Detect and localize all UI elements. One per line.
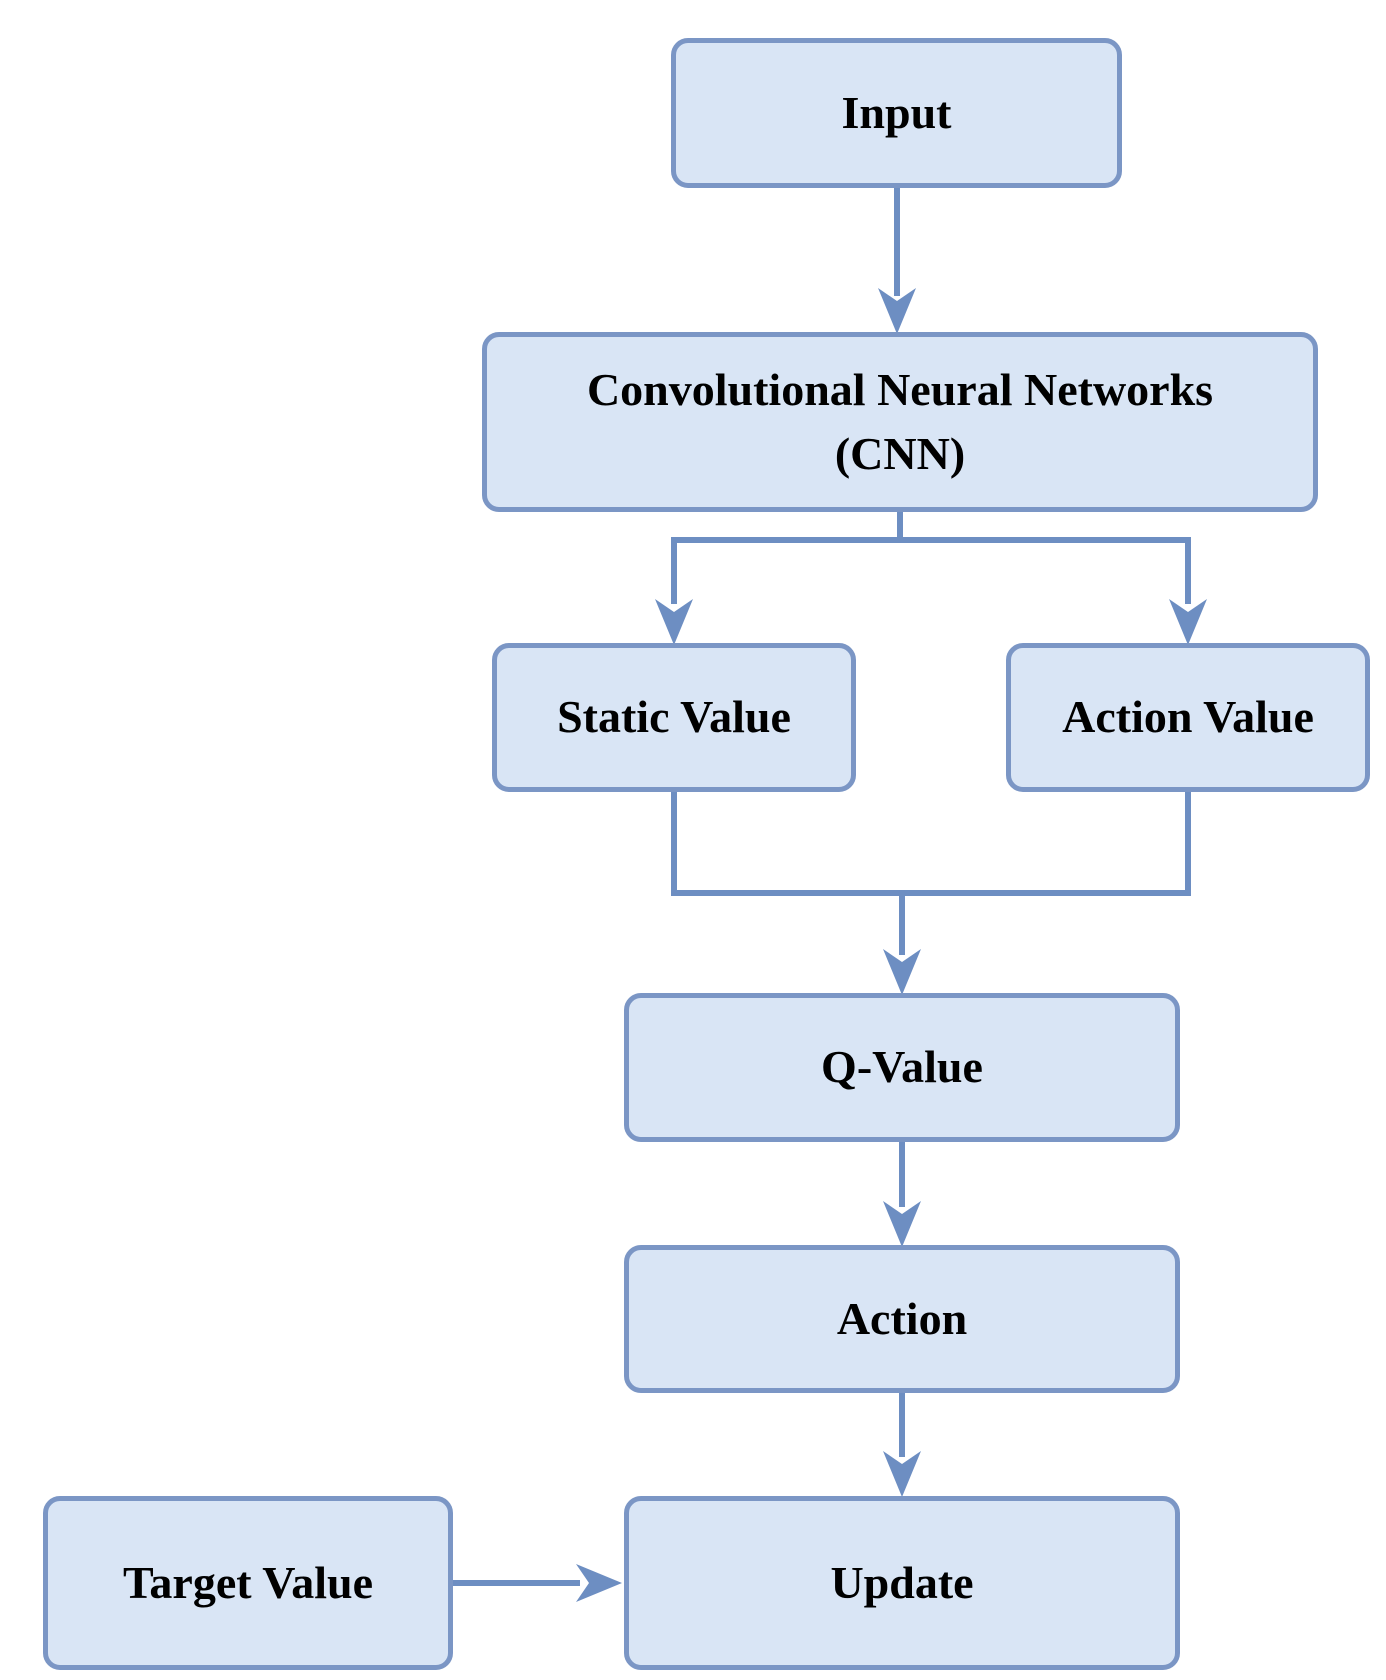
connector-cnn-split: [674, 510, 1188, 543]
node-target-value-label: Target Value: [122, 1556, 374, 1608]
node-cnn: Convolutional Neural Networks (CNN): [482, 332, 1318, 512]
node-update-label: Update: [830, 1556, 974, 1608]
node-q-value: Q-Value: [624, 993, 1180, 1142]
node-static-value: Static Value: [492, 643, 856, 792]
arrow-merge-to-q-value: [883, 893, 921, 995]
node-cnn-label-line1: Convolutional Neural Networks: [586, 363, 1214, 415]
node-static-value-label: Static Value: [557, 691, 791, 743]
arrow-split-to-action-value: [1169, 537, 1207, 645]
arrow-action-to-update: [883, 1393, 921, 1497]
node-input-label: Input: [841, 86, 952, 138]
node-q-value-label: Q-Value: [821, 1041, 983, 1093]
node-update: Update: [624, 1496, 1180, 1670]
node-cnn-label-line2: (CNN): [834, 428, 966, 479]
node-input: Input: [671, 38, 1122, 188]
node-action-value: Action Value: [1006, 643, 1370, 792]
arrow-input-to-cnn: [878, 188, 916, 334]
arrow-q-value-to-action: [883, 1142, 921, 1247]
arrow-split-to-static-value: [655, 537, 693, 645]
node-target-value: Target Value: [43, 1496, 453, 1670]
node-action-label: Action: [836, 1292, 968, 1344]
node-action-value-label: Action Value: [1062, 691, 1314, 743]
node-action: Action: [624, 1245, 1180, 1393]
arrow-target-value-to-update: [453, 1564, 622, 1602]
connector-values-merge: [671, 790, 1191, 896]
